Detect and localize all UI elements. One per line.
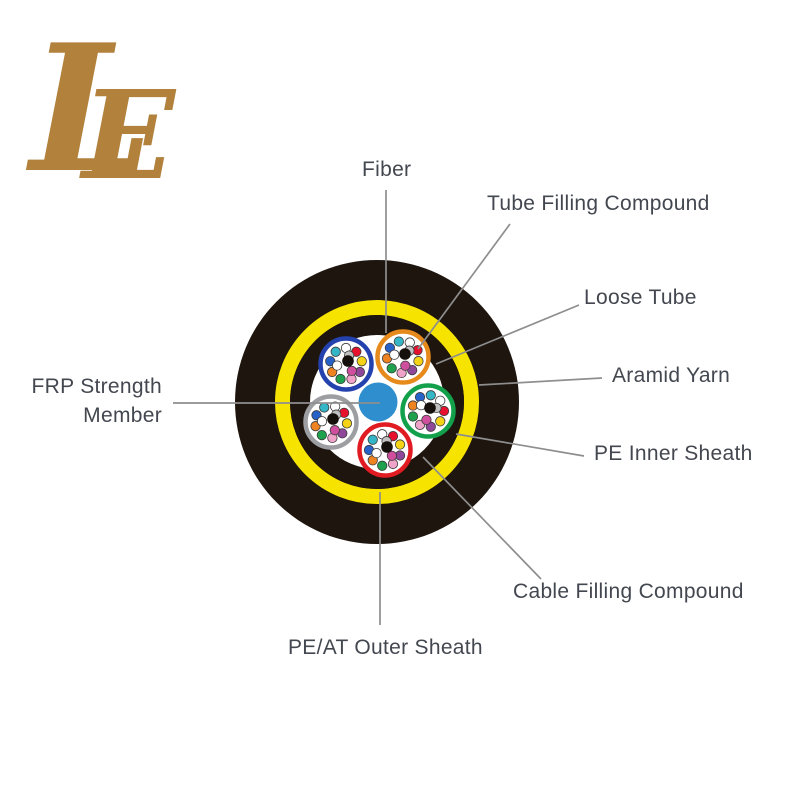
label-pe-inner-sheath: PE Inner Sheath — [594, 442, 753, 465]
fiber — [332, 360, 343, 371]
loose-tube-left — [303, 394, 359, 450]
leader-loose-tube — [435, 304, 580, 365]
fiber — [400, 360, 411, 371]
tube-center-dot — [381, 441, 393, 453]
loose-tube-top-left — [318, 336, 374, 392]
label-aramid-yarn: Aramid Yarn — [612, 364, 731, 387]
fiber — [341, 418, 353, 429]
loose-tube-right — [400, 383, 456, 439]
loose-tube-top-right — [375, 329, 431, 385]
fiber — [421, 414, 432, 425]
aramid-yarn-ring — [275, 300, 479, 504]
label-loose-tube: Loose Tube — [584, 286, 697, 309]
fiber — [389, 349, 400, 360]
logo-letter-e: E — [79, 63, 177, 207]
company-logo: L E — [25, 7, 177, 212]
fiber — [425, 390, 436, 401]
fiber — [319, 402, 330, 413]
fiber — [367, 434, 378, 445]
fiber — [386, 363, 397, 374]
tube-center-dot — [399, 348, 411, 360]
fiber — [407, 411, 419, 422]
fiber — [435, 416, 446, 427]
fiber — [316, 430, 327, 441]
tube-center-dot — [342, 355, 354, 367]
leader-lines — [173, 190, 603, 625]
logo-letter-l: L — [25, 7, 153, 212]
label-pe-at-outer-sheath: PE/AT Outer Sheath — [288, 636, 483, 659]
label-fiber: Fiber — [362, 158, 412, 181]
fiber — [393, 336, 404, 347]
tube-center-dot — [424, 402, 436, 414]
label-cable-filling-compound: Cable Filling Compound — [513, 580, 744, 603]
fiber — [413, 356, 424, 367]
fiber — [371, 447, 382, 459]
fiber — [394, 439, 406, 450]
fiber — [386, 450, 397, 461]
fiber — [335, 373, 346, 385]
tube-center-dot — [327, 413, 339, 425]
loose-tubes-group — [303, 329, 456, 478]
fiber — [329, 425, 340, 436]
leader-tube-filling-compound — [417, 223, 511, 350]
loose-tube-bottom — [357, 422, 413, 478]
fiber — [330, 346, 341, 357]
fiber — [316, 416, 328, 427]
fiber — [346, 365, 357, 376]
label-frp-line1: FRP Strength — [31, 375, 162, 398]
fiber — [356, 356, 367, 367]
label-frp-strength-member: FRP Strength Member — [0, 372, 162, 430]
leader-aramid-yarn — [478, 377, 603, 386]
label-frp-line2: Member — [83, 404, 162, 427]
frp-strength-member-circle — [358, 382, 398, 422]
leader-cable-filling-compound — [422, 456, 542, 580]
label-tube-filling-compound: Tube Filling Compound — [487, 192, 710, 215]
leader-pe-inner-sheath — [455, 433, 585, 457]
fiber — [377, 460, 388, 471]
